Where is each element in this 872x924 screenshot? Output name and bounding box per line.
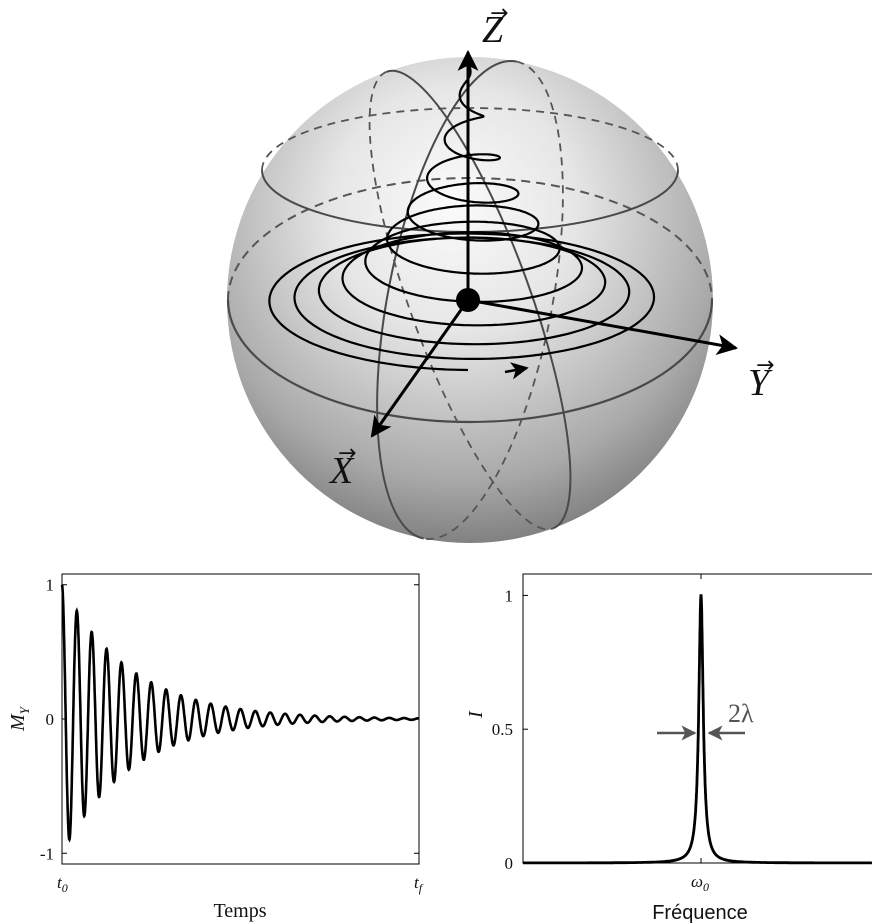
svg-text:Y: Y — [748, 362, 773, 404]
meridian-front — [376, 59, 517, 540]
signal-xtick-label: tf — [414, 873, 424, 895]
meridian-2-front — [386, 69, 572, 530]
spectrum-ytick-label: 1 — [505, 586, 514, 605]
rotation-direction-arrow — [504, 362, 529, 380]
y-axis-arrow — [467, 298, 739, 356]
bloch-sphere: Z → Y → X → — [226, 1, 774, 543]
linewidth-label: 2λ — [728, 699, 754, 728]
spectrum-plot-frame — [522, 573, 872, 864]
signal-ytick-label: 1 — [46, 576, 55, 595]
spectrum-ytick-label: 0 — [505, 854, 514, 873]
svg-text:→: → — [756, 353, 774, 378]
x-axis-label: X → — [328, 441, 356, 492]
signal-ytick-label: 0 — [46, 710, 55, 729]
signal-ylabel: MY — [7, 705, 32, 732]
svg-text:Z: Z — [482, 9, 504, 51]
spectrum-ytick-label: 0.5 — [492, 720, 513, 739]
x-axis-arrow — [370, 299, 470, 438]
signal-chart: 1 0 -1t0 tf MY Temps — [7, 573, 424, 922]
spectrum-xlabel: Fréquence — [652, 902, 748, 924]
spectrum-xtick-label: ω0 — [691, 872, 709, 894]
origin-dot — [456, 288, 480, 312]
spectrum-line — [523, 594, 872, 865]
svg-text:→: → — [490, 1, 508, 26]
y-axis-label: Y → — [748, 353, 774, 404]
z-axis-label: Z → — [482, 1, 508, 51]
signal-ytick-label: -1 — [40, 844, 54, 863]
linewidth-annotation: 2λ — [657, 699, 754, 741]
signal-xtick-label: t0 — [57, 873, 68, 895]
equator-back — [227, 177, 713, 301]
svg-text:→: → — [338, 441, 356, 466]
signal-ticks: 1 0 -1t0 tf — [40, 576, 424, 895]
svg-text:X: X — [328, 450, 355, 492]
spectrum-ticks: 1 0.5 0 ω0 — [492, 574, 709, 894]
spectrum-ylabel: I — [465, 710, 487, 719]
precession-spiral — [268, 55, 656, 372]
spectrum-chart: 1 0.5 0 ω0 I Fréquence 2λ — [465, 573, 872, 924]
meridian-2-back — [368, 70, 554, 531]
signal-xlabel: Temps — [213, 900, 266, 922]
signal-line — [60, 584, 419, 843]
latitude-ring-back — [261, 107, 679, 171]
equator-front — [226, 299, 714, 424]
